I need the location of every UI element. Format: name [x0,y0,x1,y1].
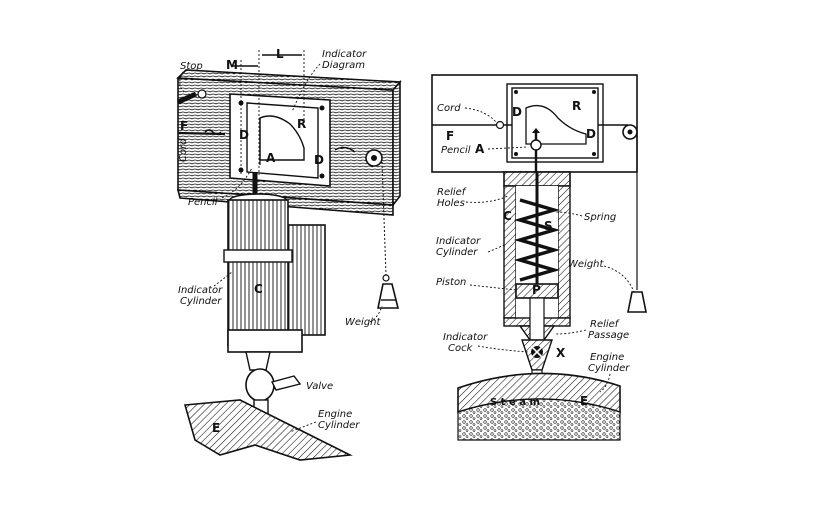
left-dimensions [233,50,305,175]
right-indicator-cylinder-label-1: Indicator [436,236,481,247]
right-e-label: E [580,394,588,408]
right-indicator-cock-leader [477,345,529,353]
left-indicator-cylinder-label-2: Cylinder [180,296,222,307]
left-e-label: E [212,421,220,435]
left-engine-cylinder [183,399,353,461]
right-weight-leader [603,265,635,293]
left-weight-label: Weight [345,317,382,328]
right-engine-cylinder [457,372,621,441]
left-figure: Stop M L Indicator Diagram F Cord D R D … [176,47,402,461]
right-weight [627,291,647,313]
left-d-left-label: D [239,128,249,142]
left-drum-frame [229,93,331,187]
right-spring [513,198,561,282]
left-engine-cylinder-label-1: Engine [318,409,352,420]
right-relief-holes-leader [465,195,509,203]
left-indicator-diagram-label-1: Indicator [322,49,367,60]
left-weight [377,161,400,309]
left-a-label: A [266,151,276,165]
right-pencil-leader [487,146,529,150]
left-d-right-label: D [314,153,324,167]
left-engine-cylinder-leader [289,421,317,433]
right-f-label: F [446,129,454,143]
left-pulley [334,146,383,167]
right-cord-label: Cord [437,103,461,114]
left-cord-coil [204,129,222,135]
right-indicator-cylinder-leader [487,243,507,253]
right-relief-passage-label-2: Passage [588,330,629,341]
right-s-label: S [544,219,553,233]
right-indicator-cock-label-2: Cock [448,343,474,354]
right-spring-leader [555,211,583,217]
right-relief-holes-label-2: Holes [437,198,465,209]
left-stop-label: Stop [180,61,203,72]
right-engine-cylinder-leader [599,373,611,393]
right-indicator-cylinder [503,171,571,341]
right-engine-cylinder-label-1: Engine [590,352,624,363]
right-indicator-cylinder-label-2: Cylinder [436,247,478,258]
right-pulley [598,124,638,290]
right-a-label: A [475,142,485,156]
right-figure: Cord F D R D Pencil A Relief Holes C Spr… [431,74,647,441]
left-pencil-leader [221,167,253,199]
left-indicator-diagram-leader [291,63,321,113]
right-cord-leader [464,107,497,123]
right-r-label: R [572,99,581,113]
right-p-label: P [532,283,541,297]
left-weight-leader [369,305,383,323]
left-r-label: R [297,117,306,131]
right-cord-pin [495,120,505,130]
left-engine-cylinder-label-2: Cylinder [318,420,360,431]
right-x-label: X [556,346,566,360]
right-spring-label: Spring [584,212,616,223]
left-indicator-cylinder-label-1: Indicator [178,285,223,296]
right-pencil-label: Pencil [441,145,471,156]
left-m-label: M [226,58,238,72]
right-weight-label: Weight [568,259,605,270]
right-relief-passage-label-1: Relief [590,319,620,330]
right-drum-card [511,87,599,159]
right-d-bottom-label: D [586,127,596,141]
left-f-label: F [180,119,188,133]
left-cord-label: Cord [178,138,189,162]
left-c-label: C [254,282,263,296]
left-valve-label: Valve [306,381,333,392]
right-relief-passage-leader [555,329,587,335]
right-piston-label: Piston [436,277,466,288]
right-relief-holes-label-1: Relief [437,187,467,198]
right-steam-label: S t e a m [490,397,540,408]
left-l-label: L [276,47,284,61]
left-pencil-label: Pencil [188,197,218,208]
left-indicator-cylinder [223,193,326,371]
left-stop-pin [176,89,207,105]
right-pencil [530,128,542,178]
left-indicator-diagram-label-2: Diagram [322,60,365,71]
right-c-label: C [503,209,512,223]
right-indicator-cock-label-1: Indicator [443,332,488,343]
right-d-top-label: D [512,105,522,119]
right-engine-cylinder-label-2: Cylinder [588,363,630,374]
left-indicator-cylinder-leader [213,271,233,287]
